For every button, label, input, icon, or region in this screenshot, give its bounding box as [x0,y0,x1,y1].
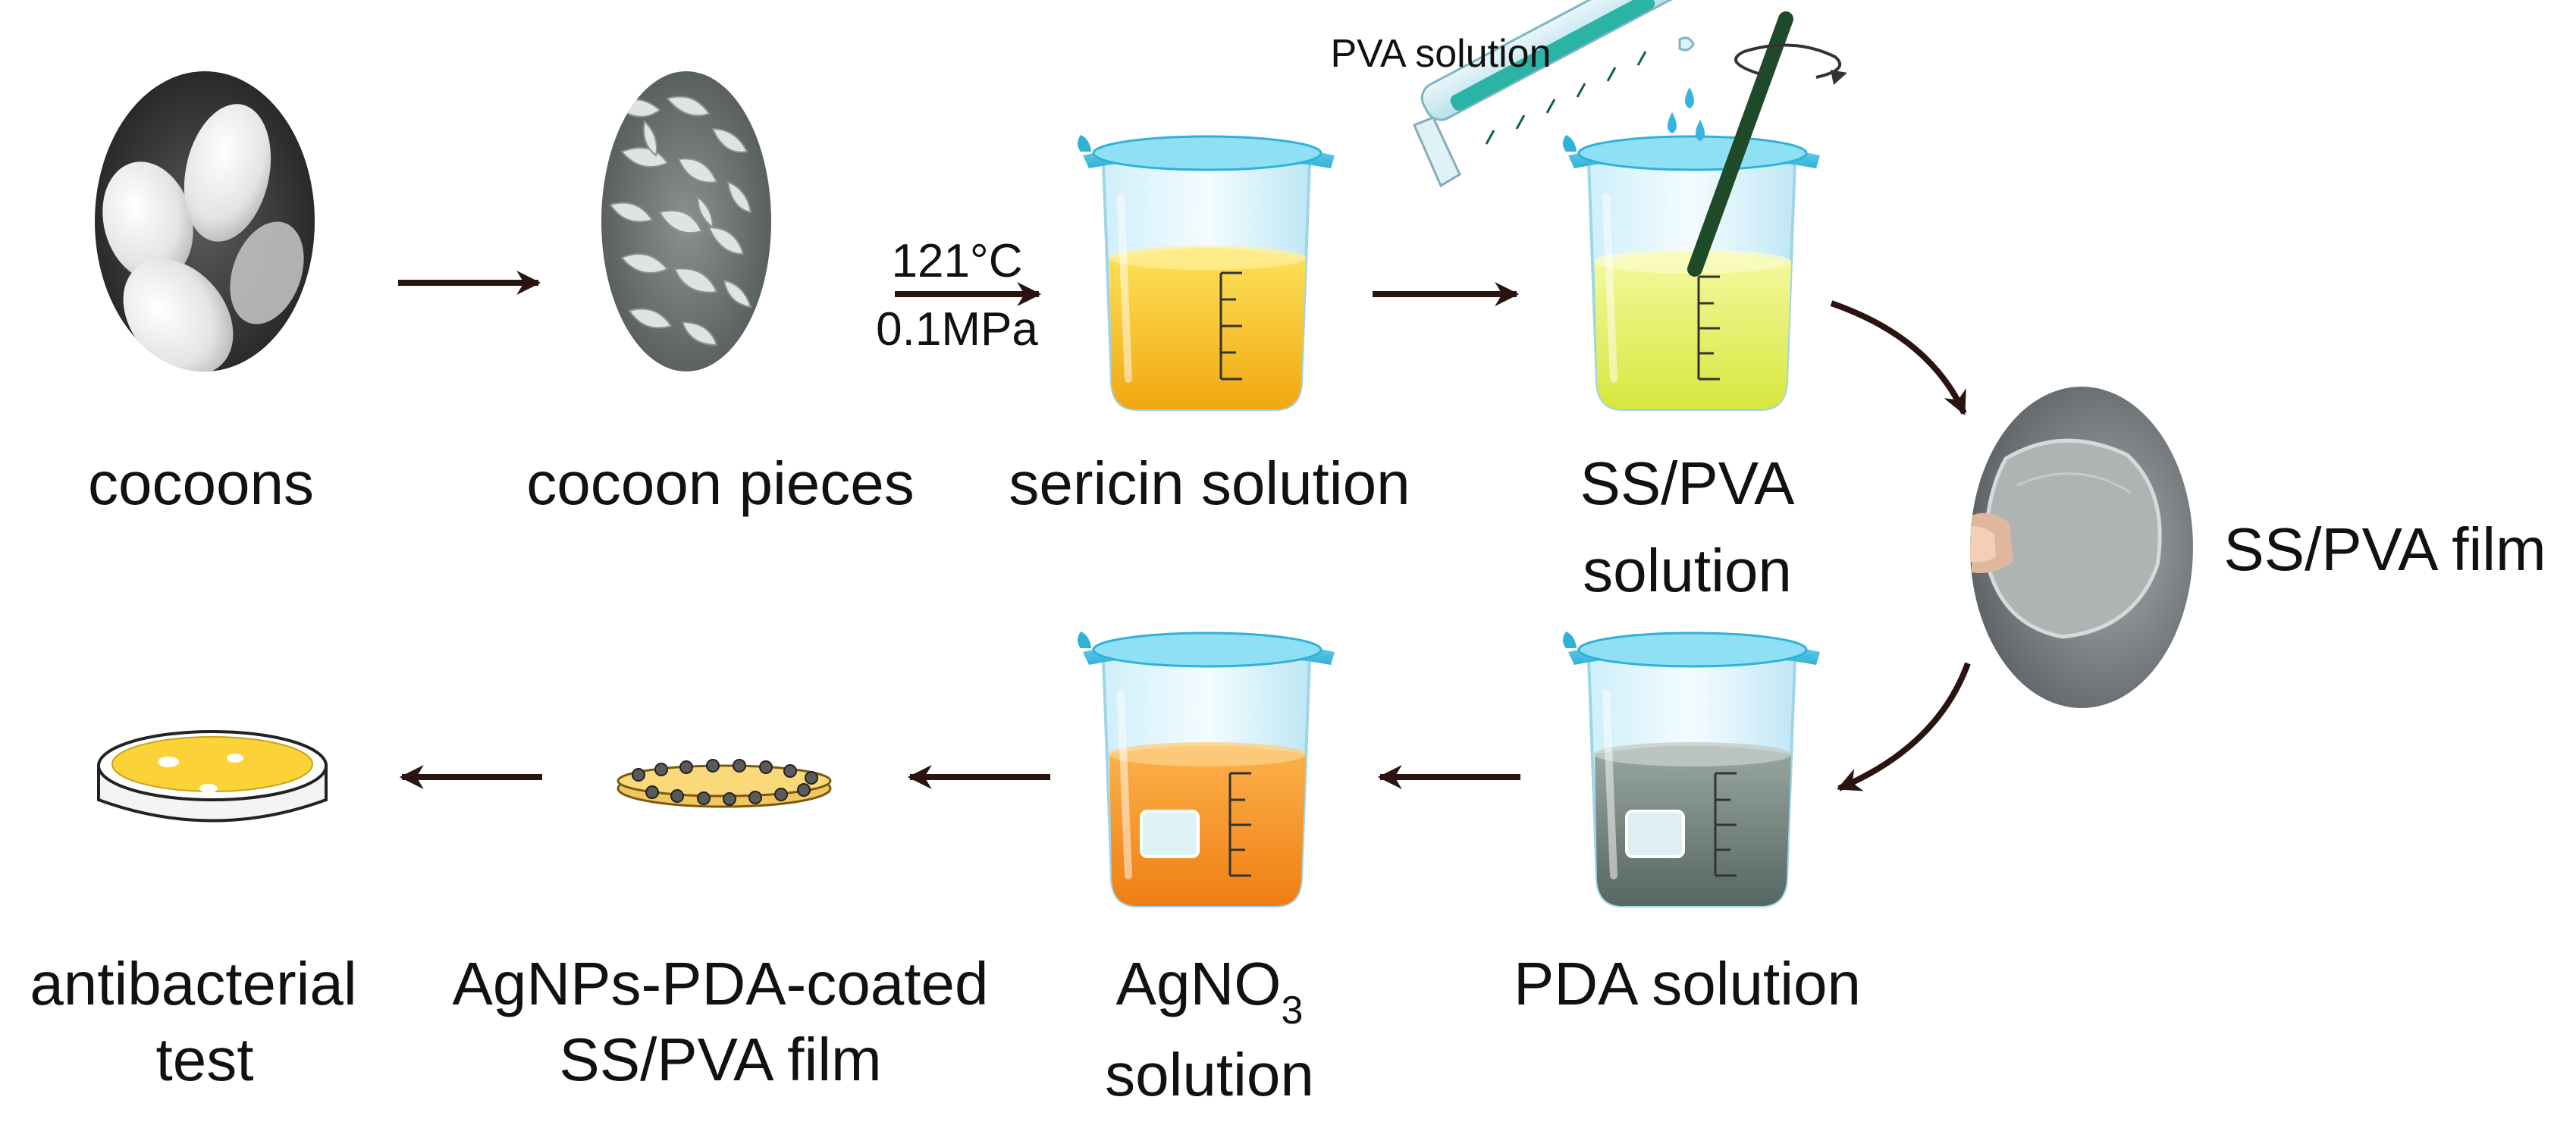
droplet-icon [1668,112,1677,133]
ss-pva-liquid [1595,252,1791,409]
label-pva-solution: PVA solution [1330,32,1551,76]
label-sericin-solution: sericin solution [1009,450,1410,517]
label-temperature: 121°C [891,235,1022,287]
label-agno3-solution: solution [1105,1041,1314,1108]
beaker-icon [1563,135,1820,411]
label-agno3: AgNO3 [1116,950,1304,1033]
stir-rod-icon [1687,11,1793,277]
coated-film-icon [617,759,832,808]
label-coated-film-line2: SS/PVA film [559,1026,881,1093]
arrow-sspva-to-film [1830,300,1967,415]
agno3-liquid [1109,745,1306,906]
arrow-film-to-pda [1837,662,1971,791]
cocoon-photo-icon [95,71,315,371]
beaker-icon [1078,135,1335,411]
beaker-icon [1078,632,1335,907]
film-photo-icon [1970,387,2193,708]
droplet-icon [1696,120,1705,141]
droplet-icon [1685,87,1694,108]
label-pda-solution: PDA solution [1514,950,1861,1017]
sericin-liquid [1109,248,1306,409]
beaker-icon [1563,632,1820,907]
label-pressure: 0.1MPa [876,303,1038,356]
label-ss-pva-solution-line1: SS/PVA [1580,450,1795,517]
cocoon-pieces-photo-icon [601,71,771,371]
petri-dish-icon [97,730,328,823]
pda-liquid [1595,745,1791,906]
label-cocoons: cocoons [88,450,314,517]
label-ss-pva-film: SS/PVA film [2223,516,2546,583]
label-antibacterial-line2: test [156,1026,254,1093]
label-coated-film-line1: AgNPs-PDA-coated [453,950,989,1017]
rotation-arrow-icon [1734,43,1841,79]
label-ss-pva-solution-line2: solution [1583,537,1792,604]
pipette-icon [1413,0,1695,188]
label-cocoon-pieces: cocoon pieces [526,450,914,517]
label-antibacterial-line1: antibacterial [30,950,356,1017]
